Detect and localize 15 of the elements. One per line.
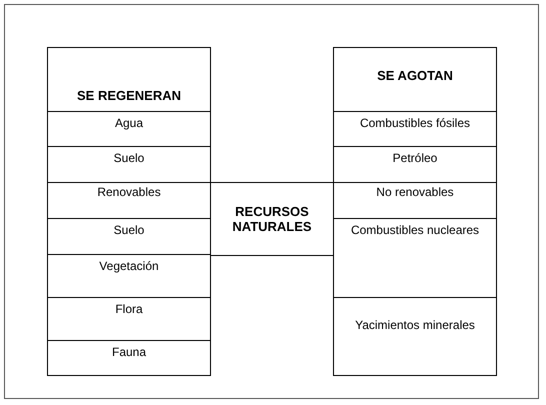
category-cell: Fauna [47,340,211,376]
category-cell: Flora [47,297,211,341]
category-cell: Suelo [47,218,211,255]
category-cell: Combustibles fósiles [333,111,497,147]
category-cell: Yacimientos minerales [333,297,497,376]
category-cell: No renovables [333,182,497,219]
category-cell: Petróleo [333,146,497,183]
column-header: SE REGENERAN [47,47,211,112]
category-cell: Vegetación [47,254,211,298]
column-header: SE AGOTAN [333,47,497,112]
title-panel: RECURSOS NATURALES [210,182,334,256]
category-cell: Combustibles nucleares [333,218,497,298]
category-cell: Agua [47,111,211,147]
category-cell: Renovables [47,182,211,219]
category-cell: Suelo [47,146,211,183]
